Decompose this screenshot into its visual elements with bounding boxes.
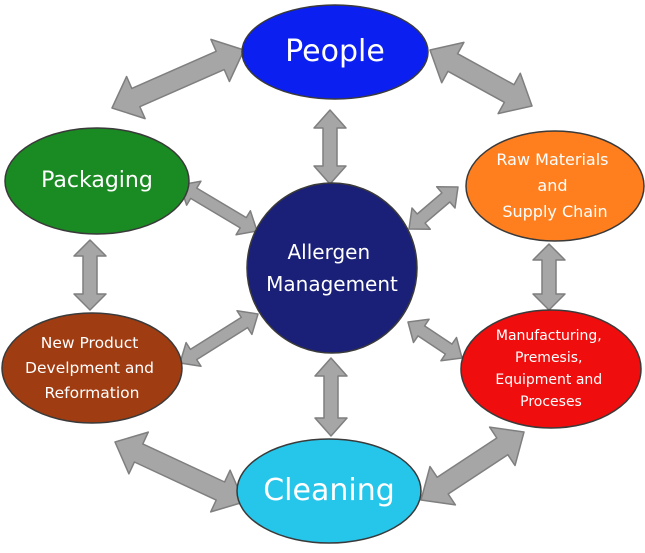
- center-line-1: Allergen: [287, 240, 370, 264]
- manufacturing-ellipse: [460, 309, 642, 429]
- arrow-new-product-cleaning: [114, 431, 245, 513]
- arrow-raw-materials-manufacturing: [532, 243, 566, 311]
- arrow-people-center: [313, 109, 347, 185]
- node-cleaning: Cleaning: [236, 438, 422, 544]
- center-circle: [246, 182, 418, 354]
- center-line-2: Management: [266, 272, 398, 296]
- people-ellipse: [241, 4, 429, 100]
- arrow-packaging-center: [179, 180, 258, 236]
- raw-materials-label: Raw Materials and Supply Chain: [496, 150, 613, 221]
- arrow-new-product-center: [179, 309, 259, 368]
- manufacturing-line-1: Manufacturing,: [496, 328, 602, 344]
- new-product-line-1: New Product: [41, 334, 139, 352]
- node-people: People: [241, 4, 429, 100]
- new-product-line-2: Develpment and: [25, 359, 154, 377]
- raw-materials-ellipse: [465, 130, 645, 242]
- arrow-packaging-new-product: [73, 239, 107, 311]
- arrow-cleaning-manufacturing: [420, 426, 525, 506]
- new-product-line-3: Reformation: [45, 384, 140, 402]
- arrow-center-raw-materials: [408, 186, 459, 230]
- node-center: Allergen Management: [246, 182, 418, 354]
- center-label: Allergen Management: [266, 240, 398, 296]
- arrow-packaging-people: [111, 38, 245, 120]
- node-manufacturing: Manufacturing, Premesis, Equipment and P…: [460, 309, 642, 429]
- new-product-label: New Product Develpment and Reformation: [25, 334, 159, 402]
- node-raw-materials: Raw Materials and Supply Chain: [465, 130, 645, 242]
- manufacturing-line-3: Equipment and: [495, 372, 602, 388]
- connector-arrows: [73, 38, 566, 513]
- manufacturing-label: Manufacturing, Premesis, Equipment and P…: [495, 328, 606, 410]
- arrow-center-cleaning: [314, 357, 348, 437]
- packaging-ellipse: [4, 127, 190, 235]
- node-packaging: Packaging: [4, 127, 190, 235]
- packaging-line-1: Packaging: [41, 168, 153, 193]
- cleaning-label: Cleaning: [263, 473, 395, 508]
- packaging-label: Packaging: [41, 168, 153, 193]
- manufacturing-line-4: Proceses: [520, 394, 582, 410]
- raw-materials-line-1: Raw Materials: [496, 150, 608, 169]
- manufacturing-line-2: Premesis,: [515, 350, 582, 366]
- arrow-center-manufacturing: [407, 318, 463, 362]
- people-line-1: People: [285, 34, 385, 69]
- cleaning-line-1: Cleaning: [263, 473, 395, 508]
- arrow-people-raw-materials: [429, 41, 533, 115]
- raw-materials-line-2: and: [537, 176, 567, 195]
- cleaning-ellipse: [236, 438, 422, 544]
- node-new-product: New Product Develpment and Reformation: [1, 312, 183, 424]
- new-product-ellipse: [1, 312, 183, 424]
- raw-materials-line-3: Supply Chain: [502, 202, 607, 221]
- people-label: People: [285, 34, 385, 69]
